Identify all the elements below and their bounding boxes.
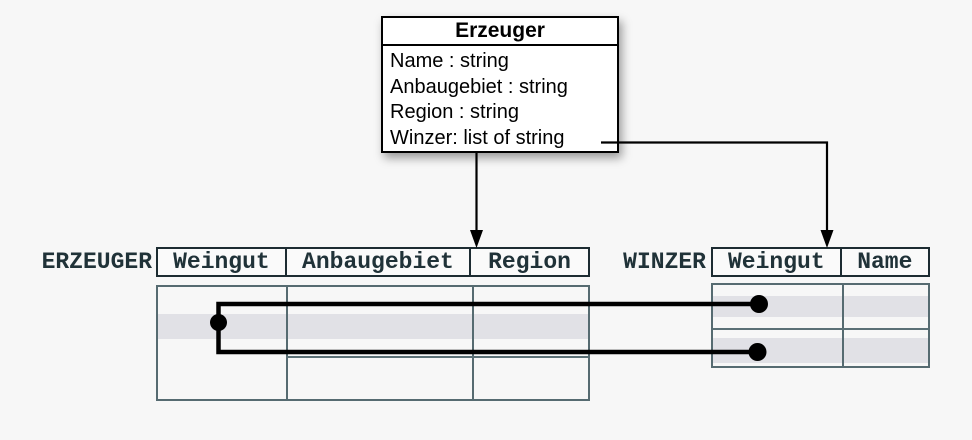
class-attributes: Name : string Anbaugebiet : string Regio… <box>383 46 617 151</box>
class-attribute-region: Region : string <box>390 101 519 123</box>
erzeuger-header-weingut: Weingut <box>158 249 287 275</box>
class-title: Erzeuger <box>383 18 617 46</box>
arrow-down-icon <box>820 230 834 248</box>
arrow-down-icon <box>470 230 483 248</box>
winzer-attribute-arrow-stem <box>601 141 829 234</box>
winzer-body-table <box>711 283 930 368</box>
erzeuger-column-divider <box>472 287 474 399</box>
table-label-erzeuger: ERZEUGER <box>41 249 152 275</box>
erzeuger-header-anbaugebiet: Anbaugebiet <box>287 249 472 275</box>
erzeuger-highlighted-row <box>158 314 588 339</box>
table-label-winzer: WINZER <box>623 249 706 275</box>
winzer-row-divider <box>713 328 928 330</box>
winzer-highlighted-row-1 <box>713 296 928 317</box>
winzer-header-weingut: Weingut <box>713 249 842 275</box>
class-attribute-winzer: Winzer: list of string <box>390 126 565 149</box>
erzeuger-column-divider <box>286 287 288 399</box>
class-attribute-anbaugebiet: Anbaugebiet : string <box>390 75 568 98</box>
erzeuger-header-region: Region <box>488 249 571 275</box>
winzer-highlighted-row-2 <box>713 338 928 363</box>
erzeuger-row-divider <box>286 356 588 358</box>
erzeuger-header-row: Weingut Anbaugebiet Region <box>156 247 590 277</box>
class-attribute-name: Name : string <box>390 50 509 72</box>
winzer-header-row: Weingut Name <box>711 247 930 277</box>
winzer-column-divider <box>842 285 844 366</box>
winzer-header-name: Name <box>857 249 913 275</box>
erzeuger-body-table <box>156 285 590 401</box>
class-box-erzeuger: Erzeuger Name : string Anbaugebiet : str… <box>381 16 619 153</box>
